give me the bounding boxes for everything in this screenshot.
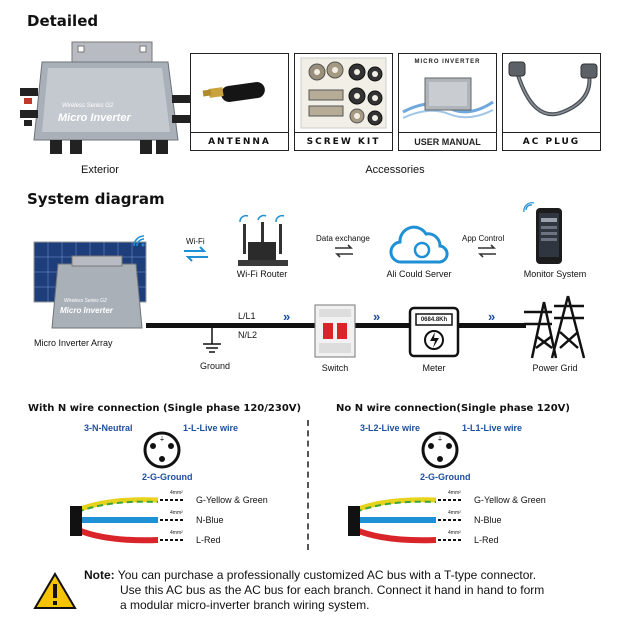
note-line-2: Use this AC bus as the AC bus for each b… bbox=[120, 583, 545, 597]
array-wifi-icon bbox=[133, 235, 145, 247]
screw-kit-icon bbox=[300, 57, 387, 129]
accessory-label: AC PLUG bbox=[522, 137, 581, 147]
product-name-label: Micro Inverter bbox=[58, 112, 131, 124]
grid-label: Power Grid bbox=[532, 363, 578, 373]
right-pin1-label: 1-L1-Live wire bbox=[462, 423, 523, 433]
right-pin3-label: 3-L2-Live wire bbox=[360, 423, 421, 433]
left-connector-face-icon: ⏚ bbox=[143, 431, 181, 469]
array-name-label: Micro Inverter bbox=[60, 306, 113, 315]
meter-reading: 0684.8Kh bbox=[420, 317, 448, 323]
detailed-heading: Detailed bbox=[27, 12, 99, 30]
right-wire-size-1: 4mm² bbox=[448, 490, 461, 496]
note-prefix: Note: bbox=[84, 568, 115, 582]
accessory-ac-plug: AC PLUG bbox=[502, 53, 601, 151]
left-wire-label-live: L-Red bbox=[196, 535, 221, 545]
right-wire-label-ground: G-Yellow & Green bbox=[474, 495, 546, 505]
cloud-server-icon bbox=[389, 225, 449, 264]
monitor-phone-icon bbox=[523, 202, 562, 264]
left-wire-size-3: 4mm² bbox=[170, 530, 183, 536]
svg-text:⏚: ⏚ bbox=[437, 436, 443, 443]
left-pin2-label: 2-G-Ground bbox=[142, 472, 193, 482]
accessory-label: SCREW KIT bbox=[306, 137, 381, 147]
app-control-arrows-icon bbox=[478, 244, 496, 258]
product-series-label: Wireless Series G2 bbox=[62, 103, 114, 109]
right-cable bbox=[348, 497, 462, 544]
micro-inverter-array: Wireless Series G2 Micro Inverter bbox=[32, 234, 152, 330]
power-grid-icon bbox=[524, 295, 586, 359]
flow-arrow-icon: » bbox=[283, 309, 291, 324]
ac-plug-icon bbox=[508, 61, 598, 117]
accessory-label: USER MANUAL bbox=[414, 137, 481, 147]
left-wire-label-ground: G-Yellow & Green bbox=[196, 495, 268, 505]
switch-icon bbox=[314, 304, 356, 358]
l1-label: L/L1 bbox=[238, 311, 256, 321]
right-pin2-label: 2-G-Ground bbox=[420, 472, 471, 482]
flow-arrow-icon: » bbox=[373, 309, 381, 324]
antenna-icon bbox=[202, 82, 265, 102]
meter-label: Meter bbox=[422, 363, 446, 373]
ground-label: Ground bbox=[199, 361, 231, 371]
note-line-1: You can purchase a professionally custom… bbox=[117, 568, 537, 582]
wifi-link-arrows-icon bbox=[184, 246, 208, 262]
system-heading: System diagram bbox=[27, 190, 165, 208]
accessory-user-manual: MICRO INVERTER USER MANUAL bbox=[398, 53, 497, 151]
cloud-label: Ali Could Server bbox=[386, 269, 452, 279]
right-wire-size-3: 4mm² bbox=[448, 530, 461, 536]
monitor-label: Monitor System bbox=[523, 269, 587, 279]
left-wire-label-neutral: N-Blue bbox=[196, 515, 224, 525]
left-wire-size-1: 4mm² bbox=[170, 490, 183, 496]
product-exterior: Wireless Series G2 Micro Inverter bbox=[20, 40, 190, 160]
left-wiring-title: With N wire connection (Single phase 120… bbox=[28, 403, 302, 414]
flow-arrow-icon: » bbox=[488, 309, 496, 324]
app-control-label: App Control bbox=[462, 234, 505, 243]
switch-label: Switch bbox=[321, 363, 349, 373]
array-series-label: Wireless Series G2 bbox=[64, 298, 107, 304]
right-wire-label-live: L-Red bbox=[474, 535, 499, 545]
router-icon bbox=[238, 214, 288, 266]
right-wiring-title: No N wire connection(Single phase 120V) bbox=[336, 403, 570, 414]
data-exchange-label: Data exchange bbox=[316, 234, 370, 243]
accessory-label: ANTENNA bbox=[208, 137, 271, 147]
right-wire-label-neutral: N-Blue bbox=[474, 515, 502, 525]
left-pin3-label: 3-N-Neutral bbox=[84, 423, 133, 433]
left-pin1-label: 1-L-Live wire bbox=[183, 423, 239, 433]
svg-text:⏚: ⏚ bbox=[159, 436, 165, 443]
accessory-antenna: ANTENNA bbox=[190, 53, 289, 151]
note-text: Note: You can purchase a professionally … bbox=[84, 568, 604, 613]
manual-icon bbox=[402, 77, 494, 119]
n-l2-label: N/L2 bbox=[238, 330, 258, 340]
exterior-caption: Exterior bbox=[81, 164, 119, 176]
section-divider bbox=[307, 420, 309, 550]
warning-icon bbox=[33, 572, 77, 609]
right-connector-face-icon: ⏚ bbox=[421, 431, 459, 469]
accessories-caption: Accessories bbox=[365, 164, 425, 176]
data-exchange-arrows-icon bbox=[335, 244, 353, 258]
manual-title: MICRO INVERTER bbox=[414, 59, 481, 65]
wifi-label: Wi-Fi bbox=[186, 237, 205, 246]
note-line-3: a modular micro-inverter branch wiring s… bbox=[120, 598, 370, 612]
array-label: Micro Inverter Array bbox=[34, 338, 113, 348]
router-label: Wi-Fi Router bbox=[236, 269, 288, 279]
left-cable bbox=[70, 497, 184, 544]
ground-icon bbox=[203, 326, 221, 353]
right-wire-size-2: 4mm² bbox=[448, 510, 461, 516]
accessory-screw-kit: SCREW KIT bbox=[294, 53, 393, 151]
left-wire-size-2: 4mm² bbox=[170, 510, 183, 516]
meter-icon bbox=[408, 306, 460, 358]
